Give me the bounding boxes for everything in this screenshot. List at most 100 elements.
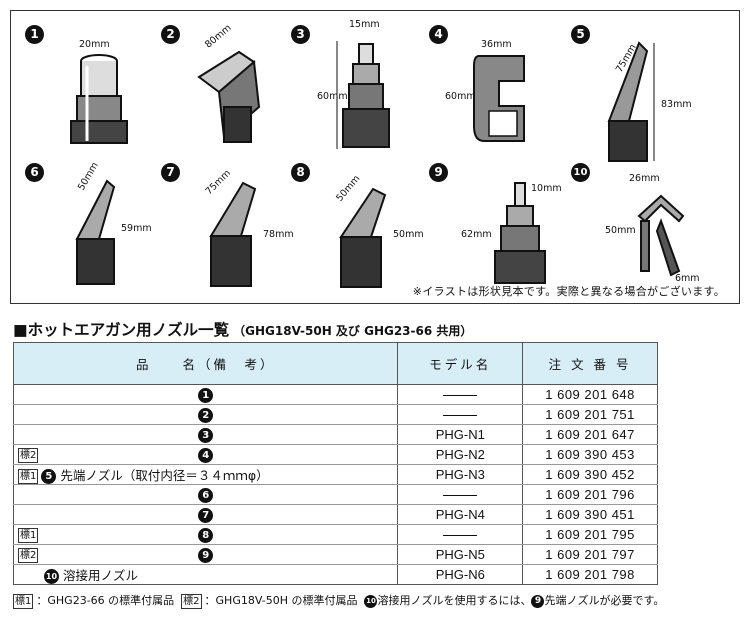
- section-title-main: ■ホットエアガン用ノズル一覧: [13, 321, 230, 339]
- row-number-badge: 6: [198, 487, 214, 503]
- row-product: 10 溶接用ノズル: [12, 564, 399, 585]
- nozzle-4-badge: 4: [429, 25, 448, 44]
- standard-accessory-tag: 標1: [18, 469, 39, 484]
- table-row: 1 1 609 201 648: [12, 384, 658, 405]
- row-product: 2: [12, 404, 399, 425]
- nozzle-7-image: [209, 181, 257, 287]
- no-model-dash: [443, 535, 478, 537]
- row-order-number: 1 609 201 796: [522, 484, 658, 505]
- nozzle-6-dim-height: 59mm: [121, 223, 152, 234]
- nozzle-7-dim-height: 78mm: [263, 229, 294, 240]
- row-number-badge: 7: [198, 507, 214, 523]
- row-model: PHG-N1: [397, 424, 524, 445]
- row-number-badge: 5: [41, 469, 57, 484]
- row-number-badge: 2: [198, 407, 214, 423]
- nozzle-1-dim: 20mm: [79, 39, 110, 50]
- standard-accessory-tag: 標1: [18, 528, 39, 543]
- nozzle-4-image: [473, 55, 525, 142]
- footnote-tag-2-text: ：GHG18V-50H の標準付属品: [204, 594, 358, 607]
- nozzle-2-image: [197, 50, 261, 143]
- row-product: 標1 8: [12, 524, 399, 545]
- nozzle-8-image: [339, 187, 387, 288]
- nozzle-9-image: [494, 182, 546, 284]
- table-row: 2 1 609 201 751: [12, 404, 658, 425]
- row-model: PHG-N2: [397, 444, 524, 465]
- nozzle-4-dim-width: 36mm: [481, 39, 512, 50]
- nozzle-6-image: [75, 179, 116, 285]
- nozzle-5-badge: 5: [571, 25, 590, 44]
- row-order-number: 1 609 201 751: [522, 404, 658, 425]
- row-order-number: 1 609 201 798: [522, 564, 658, 585]
- row-order-number: 1 609 201 797: [522, 544, 658, 565]
- footnote-tag-1-text: ：GHG23-66 の標準付属品: [36, 594, 175, 607]
- nozzle-5-image: [607, 41, 655, 162]
- row-model: [397, 404, 524, 425]
- nozzle-3-dim-height: 60mm: [317, 91, 348, 102]
- nozzle-8-badge: 8: [291, 163, 310, 182]
- nozzle-illustration-panel: 1 20mm 2 80mm 3 15mm 60mm 4 36mm 60mm 5 …: [10, 10, 740, 304]
- section-title: ■ホットエアガン用ノズル一覧（GHG18V-50H 及び GHG23-66 共用…: [13, 318, 472, 340]
- row-product: 6: [12, 484, 399, 505]
- row-model: PHG-N4: [397, 504, 524, 525]
- row-description: 先端ノズル（取付内径＝３４ｍｍφ）: [60, 468, 269, 483]
- header-model: モデル名: [397, 342, 524, 385]
- no-model-dash: [443, 395, 478, 397]
- row-order-number: 1 609 201 648: [522, 384, 658, 405]
- nozzle-3-dim-top: 15mm: [349, 19, 380, 30]
- row-number-badge: 8: [198, 527, 214, 543]
- row-number-badge: 4: [198, 447, 214, 463]
- nozzle-4-dim-height: 60mm: [445, 91, 476, 102]
- footnote-mid-text: 溶接用ノズルを使用するには、: [377, 594, 532, 607]
- footnote-badge-9: 9: [531, 594, 545, 608]
- nozzle-3-image: [336, 41, 390, 149]
- nozzle-8-dim-height: 50mm: [393, 229, 424, 240]
- header-product: 品 名（備 考）: [12, 342, 399, 385]
- section-subtitle: （GHG18V-50H 及び GHG23-66 共用）: [233, 324, 473, 338]
- footnote: 標1：GHG23-66 の標準付属品 標2：GHG18V-50H の標準付属品 …: [13, 592, 664, 609]
- table-row: 3 PHG-N1 1 609 201 647: [12, 424, 658, 445]
- row-product: 1: [12, 384, 399, 405]
- nozzle-7-badge: 7: [161, 163, 180, 182]
- row-order-number: 1 609 390 451: [522, 504, 658, 525]
- row-order-number: 1 609 201 647: [522, 424, 658, 445]
- footnote-end-text: 先端ノズルが必要です。: [544, 594, 665, 607]
- nozzle-9-badge: 9: [429, 163, 448, 182]
- row-description: 溶接用ノズル: [62, 568, 138, 583]
- row-model: [397, 484, 524, 505]
- row-model: PHG-N5: [397, 544, 524, 565]
- row-model: PHG-N3: [397, 464, 524, 485]
- no-model-dash: [443, 415, 478, 417]
- table-row: 6 1 609 201 796: [12, 484, 658, 505]
- table-row: 7 PHG-N4 1 609 390 451: [12, 504, 658, 525]
- table-row: 10 溶接用ノズル PHG-N6 1 609 201 798: [12, 564, 658, 585]
- nozzle-6-badge: 6: [25, 163, 44, 182]
- nozzle-table: 品 名（備 考） モデル名 注 文 番 号 1 1 609 201 648 2 …: [12, 342, 658, 585]
- row-product: 7: [12, 504, 399, 525]
- row-product: 標2 4: [12, 444, 399, 465]
- standard-accessory-tag: 標2: [18, 548, 39, 563]
- row-product: 3: [12, 424, 399, 445]
- row-order-number: 1 609 201 795: [522, 524, 658, 545]
- nozzle-10-image: [637, 194, 685, 277]
- nozzle-10-dim-height: 50mm: [605, 225, 636, 236]
- row-model: PHG-N6: [397, 564, 524, 585]
- nozzle-9-dim-top: 10mm: [531, 183, 562, 194]
- illustration-note: ※イラストは形状見本です。実際と異なる場合がございます。: [412, 285, 725, 298]
- row-number-badge: 1: [198, 387, 214, 403]
- nozzle-10-dim-width: 26mm: [629, 173, 660, 184]
- footnote-tag-2: 標2: [181, 593, 202, 609]
- nozzle-1-image: [70, 54, 128, 144]
- standard-accessory-tag: 標2: [18, 448, 39, 463]
- footnote-badge-10: 10: [364, 594, 378, 608]
- nozzle-5-dim-height: 83mm: [661, 99, 692, 110]
- no-model-dash: [443, 495, 478, 497]
- row-order-number: 1 609 390 452: [522, 464, 658, 485]
- header-order-number: 注 文 番 号: [522, 342, 658, 385]
- table-row: 標1 8 1 609 201 795: [12, 524, 658, 545]
- row-number-badge: 3: [198, 427, 214, 443]
